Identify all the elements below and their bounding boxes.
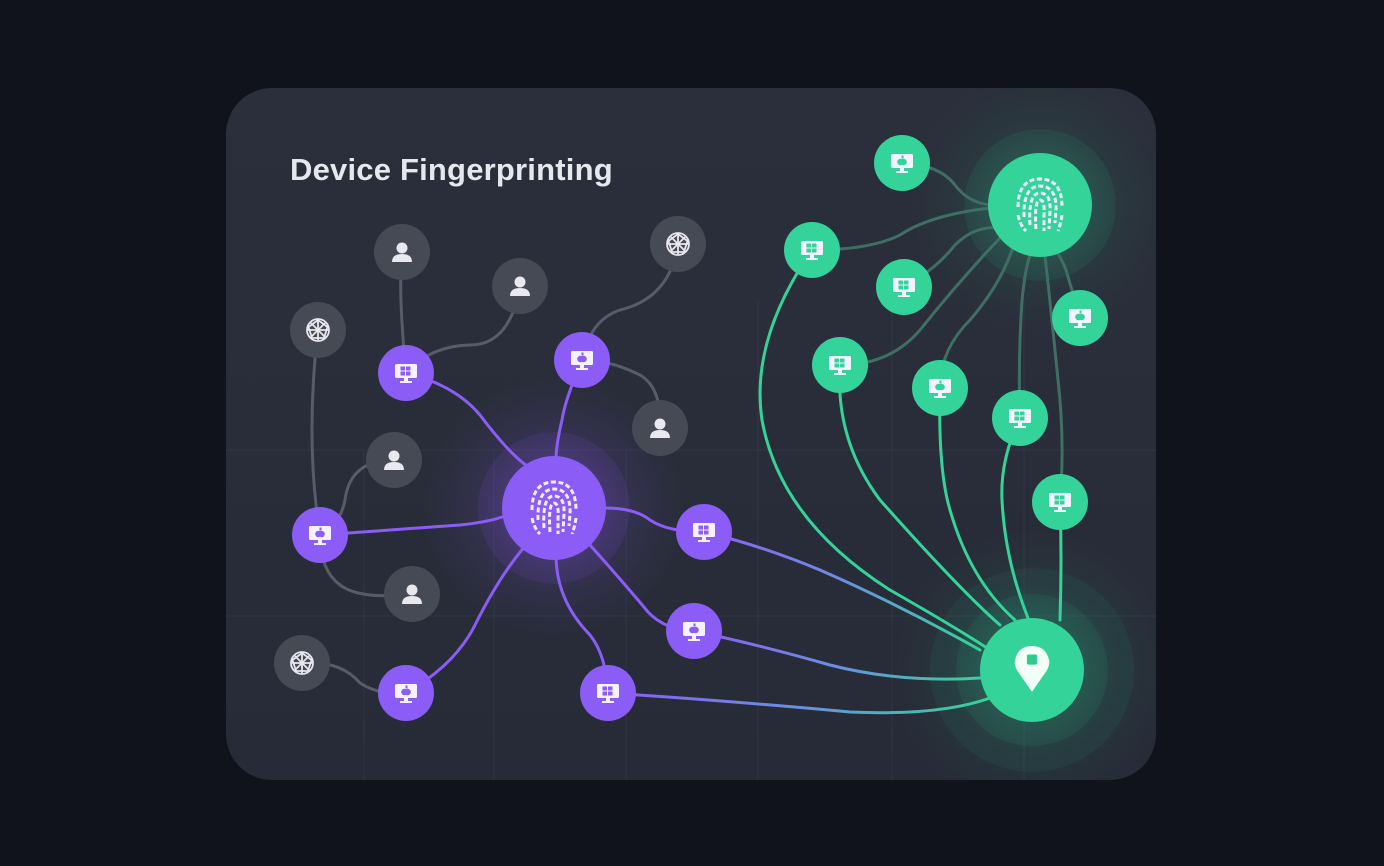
globe-icon xyxy=(666,232,690,256)
windows-device-node[interactable] xyxy=(378,345,434,401)
globe-node[interactable] xyxy=(274,635,330,691)
windows-device-node[interactable] xyxy=(876,259,932,315)
purple-fingerprint-hub[interactable] xyxy=(502,456,606,560)
globe-node[interactable] xyxy=(650,216,706,272)
apple-device-node[interactable] xyxy=(1052,290,1108,346)
apple-device-node[interactable] xyxy=(874,135,930,191)
page-title: Device Fingerprinting xyxy=(290,152,613,187)
apple-device-node[interactable] xyxy=(554,332,610,388)
apple-device-node[interactable] xyxy=(666,603,722,659)
windows-device-node[interactable] xyxy=(580,665,636,721)
user-node[interactable] xyxy=(366,432,422,488)
globe-node[interactable] xyxy=(290,302,346,358)
location-hub[interactable] xyxy=(980,618,1084,722)
windows-device-node[interactable] xyxy=(1032,474,1088,530)
windows-device-node[interactable] xyxy=(812,337,868,393)
globe-icon xyxy=(290,651,314,675)
windows-device-node[interactable] xyxy=(676,504,732,560)
globe-icon xyxy=(306,318,330,342)
windows-device-node[interactable] xyxy=(992,390,1048,446)
apple-device-node[interactable] xyxy=(912,360,968,416)
user-node[interactable] xyxy=(374,224,430,280)
user-node[interactable] xyxy=(492,258,548,314)
green-fingerprint-hub[interactable] xyxy=(988,153,1092,257)
windows-device-node[interactable] xyxy=(784,222,840,278)
user-node[interactable] xyxy=(384,566,440,622)
apple-device-node[interactable] xyxy=(292,507,348,563)
user-node[interactable] xyxy=(632,400,688,456)
apple-device-node[interactable] xyxy=(378,665,434,721)
